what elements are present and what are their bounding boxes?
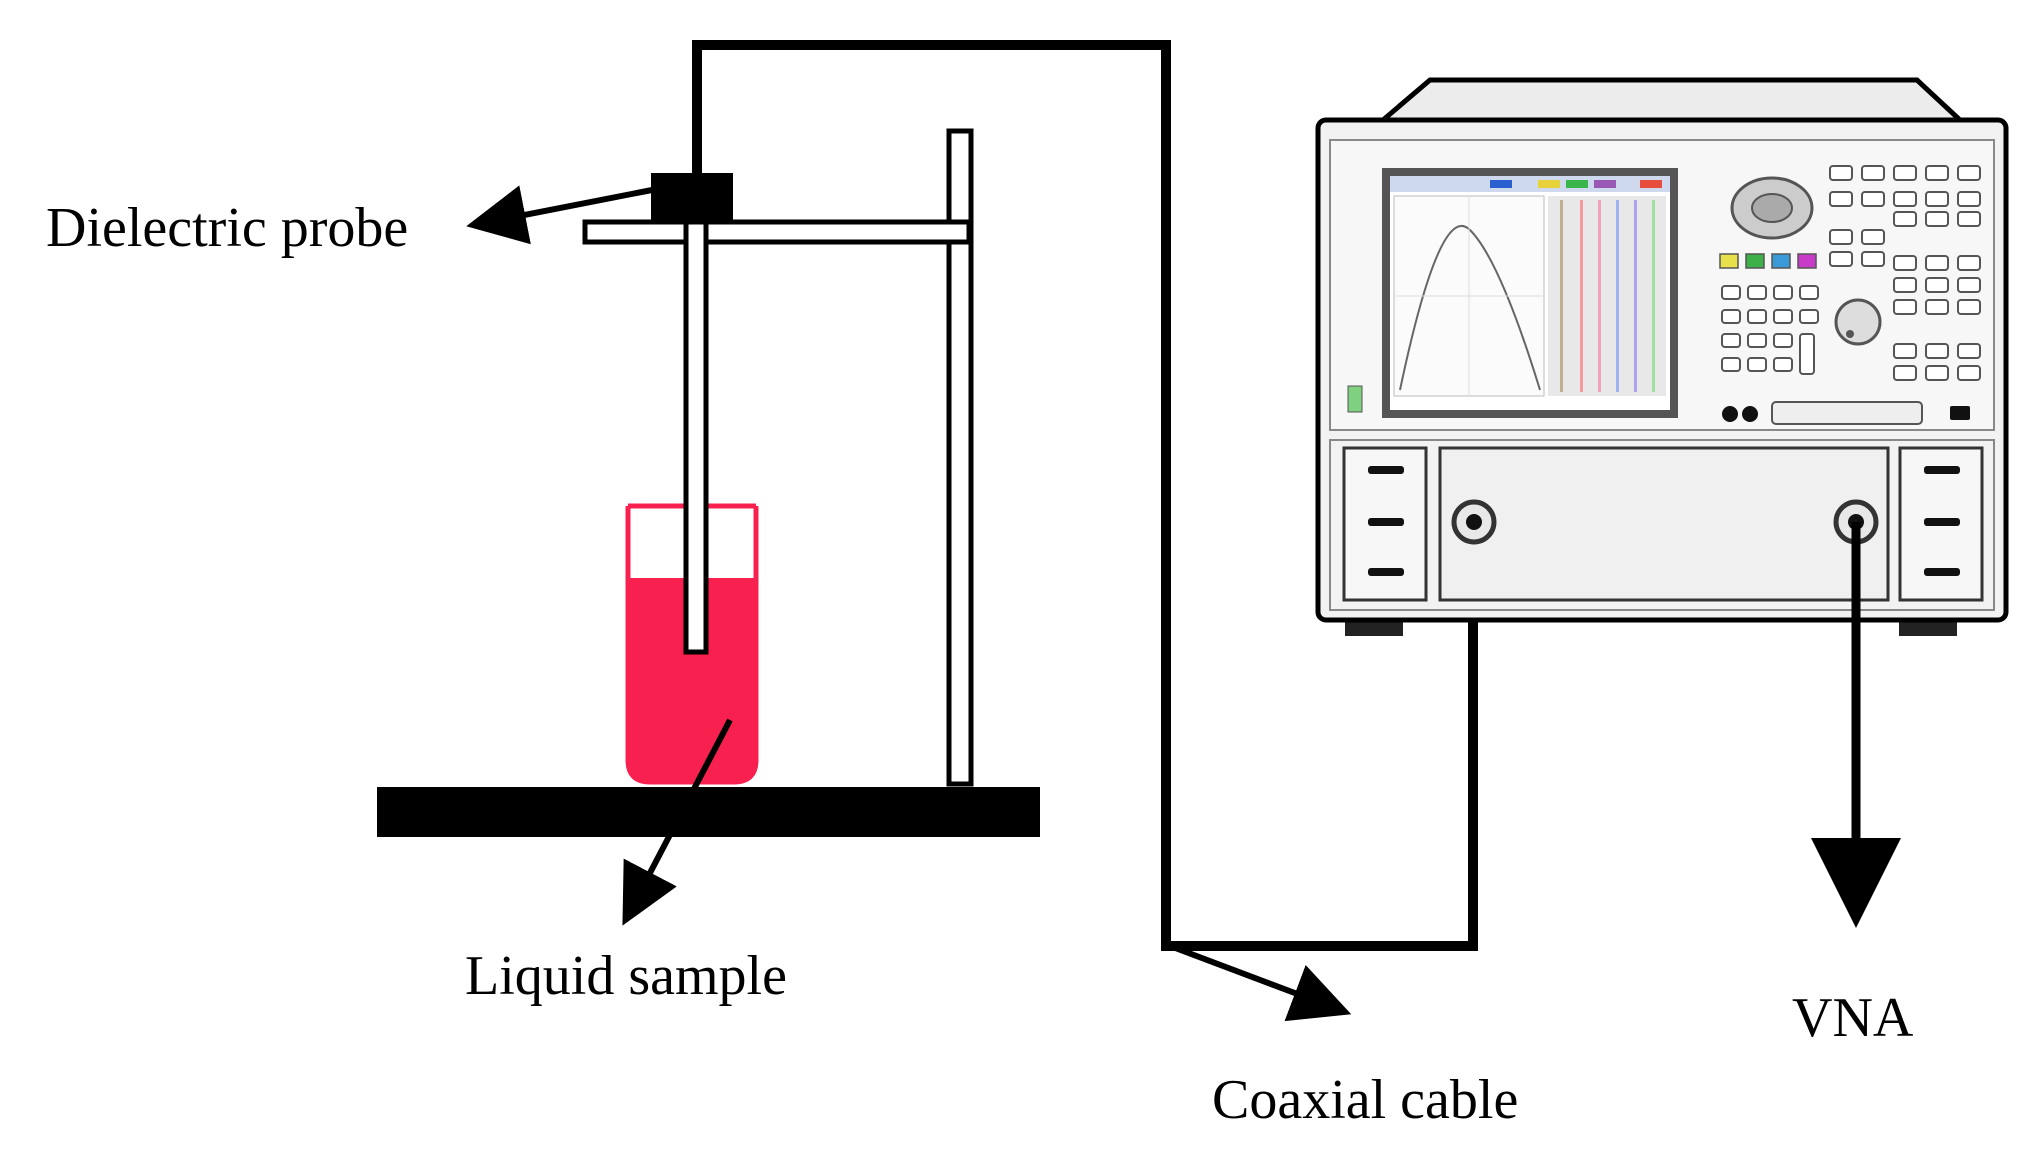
stand-pole [946, 128, 974, 787]
label-coaxial-cable: Coaxial cable [1212, 1069, 1519, 1131]
label-liquid-sample: Liquid sample [465, 945, 787, 1007]
dielectric-probe-head [651, 173, 733, 221]
probe-rod [683, 219, 709, 655]
label-dielectric-probe: Dielectric probe [46, 197, 409, 259]
coaxial-cable-arrow-icon [1168, 943, 1352, 1022]
coaxial-cable-line [692, 40, 1478, 951]
liquid-sample-arrow-icon [622, 718, 733, 926]
dielectric-probe-arrow-icon [466, 185, 653, 245]
label-vna: VNA [1792, 987, 1914, 1049]
stand-arm [582, 219, 972, 245]
stand-base [377, 787, 1040, 837]
vna-instrument-icon [1315, 77, 2009, 636]
